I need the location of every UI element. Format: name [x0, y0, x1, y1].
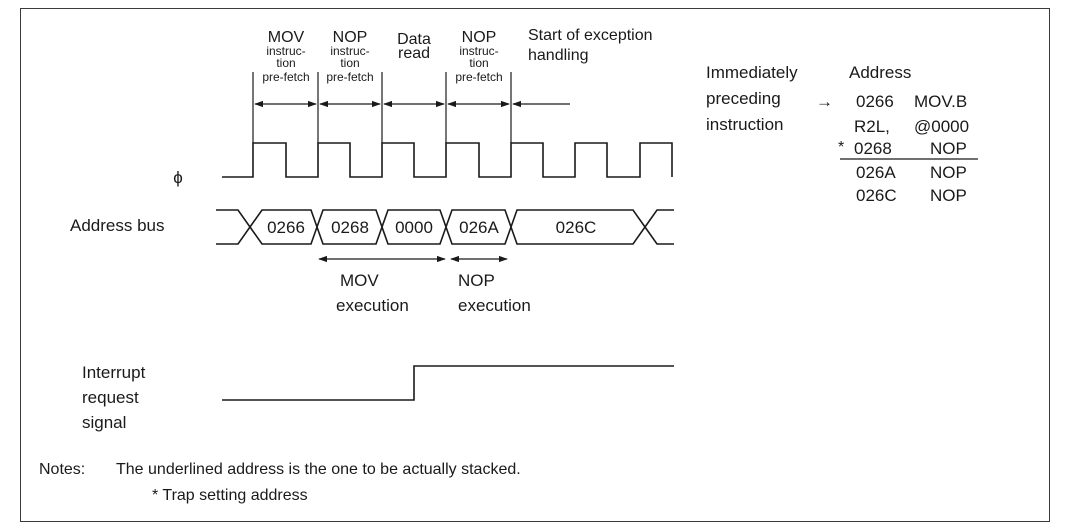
notes-line-2: * Trap setting address: [152, 487, 308, 504]
phase-label-mov-prefetch: MOV instruc- tion pre-fetch: [262, 29, 309, 84]
interrupt-label-1: Interrupt: [82, 363, 146, 382]
svg-text:Start of exception: Start of exception: [528, 27, 653, 44]
listing-instr-nop-2: NOP: [930, 163, 967, 182]
phase-label-data-read: Data read: [397, 31, 431, 62]
svg-text:instruc-: instruc-: [459, 44, 498, 58]
interrupt-waveform: [222, 365, 674, 401]
phi-label: ϕ: [173, 168, 183, 187]
interrupt-label-2: request: [82, 388, 139, 407]
interrupt-label-3: signal: [82, 413, 126, 432]
listing-instr-mov: MOV.B: [914, 92, 967, 111]
phase-label-nop-prefetch-1: NOP instruc- tion pre-fetch: [326, 29, 373, 84]
phi-clock-waveform: [222, 142, 673, 178]
preceding-label-1: Immediately: [706, 63, 798, 82]
listing-addr-026a: 026A: [856, 163, 896, 182]
preceding-label-3: instruction: [706, 115, 783, 134]
listing-instr-nop-3: NOP: [930, 186, 967, 205]
preceding-label-2: preceding: [706, 89, 781, 108]
address-bus-waveform: [216, 209, 674, 245]
notes-line-1: The underlined address is the one to be …: [116, 461, 521, 478]
svg-text:tion: tion: [276, 56, 295, 70]
mov-execution-label-2: execution: [336, 296, 409, 315]
svg-text:tion: tion: [340, 56, 359, 70]
bus-value-0266: 0266: [267, 218, 305, 237]
svg-text:Data: Data: [397, 31, 431, 48]
svg-text:NOP: NOP: [333, 29, 368, 46]
listing-addr-0268: 0268: [854, 139, 892, 158]
svg-text:instruc-: instruc-: [330, 44, 369, 58]
phase-label-exception: Start of exception handling: [528, 27, 653, 64]
listing-operand-0000: @0000: [914, 117, 969, 136]
code-listing: Immediately preceding instruction → Addr…: [706, 63, 978, 205]
address-bus-label: Address bus: [70, 216, 165, 235]
notes-label: Notes:: [39, 461, 85, 478]
bus-value-0000: 0000: [395, 218, 433, 237]
svg-text:MOV: MOV: [268, 29, 305, 46]
svg-text:read: read: [398, 45, 430, 62]
trap-asterisk: *: [838, 139, 844, 156]
svg-text:instruc-: instruc-: [266, 44, 305, 58]
figure-frame: [20, 8, 1050, 522]
nop-execution-label-1: NOP: [458, 271, 495, 290]
phase-label-nop-prefetch-2: NOP instruc- tion pre-fetch: [455, 29, 502, 84]
svg-text:NOP: NOP: [462, 29, 497, 46]
bus-value-0268: 0268: [331, 218, 369, 237]
svg-text:pre-fetch: pre-fetch: [326, 70, 373, 84]
svg-text:tion: tion: [469, 56, 488, 70]
address-header: Address: [849, 63, 911, 82]
phase-boundaries: [252, 72, 512, 143]
nop-execution-label-2: execution: [458, 296, 531, 315]
svg-text:pre-fetch: pre-fetch: [262, 70, 309, 84]
svg-text:handling: handling: [528, 47, 589, 64]
bus-value-026c: 026C: [556, 218, 597, 237]
mov-execution-label-1: MOV: [340, 271, 379, 290]
preceding-arrow: →: [816, 92, 833, 111]
listing-operand-r2l: R2L,: [854, 117, 890, 136]
listing-instr-nop-1: NOP: [930, 139, 967, 158]
bus-value-026a: 026A: [459, 218, 499, 237]
listing-addr-0266: 0266: [856, 92, 894, 111]
svg-text:pre-fetch: pre-fetch: [455, 70, 502, 84]
listing-addr-026c: 026C: [856, 186, 897, 205]
